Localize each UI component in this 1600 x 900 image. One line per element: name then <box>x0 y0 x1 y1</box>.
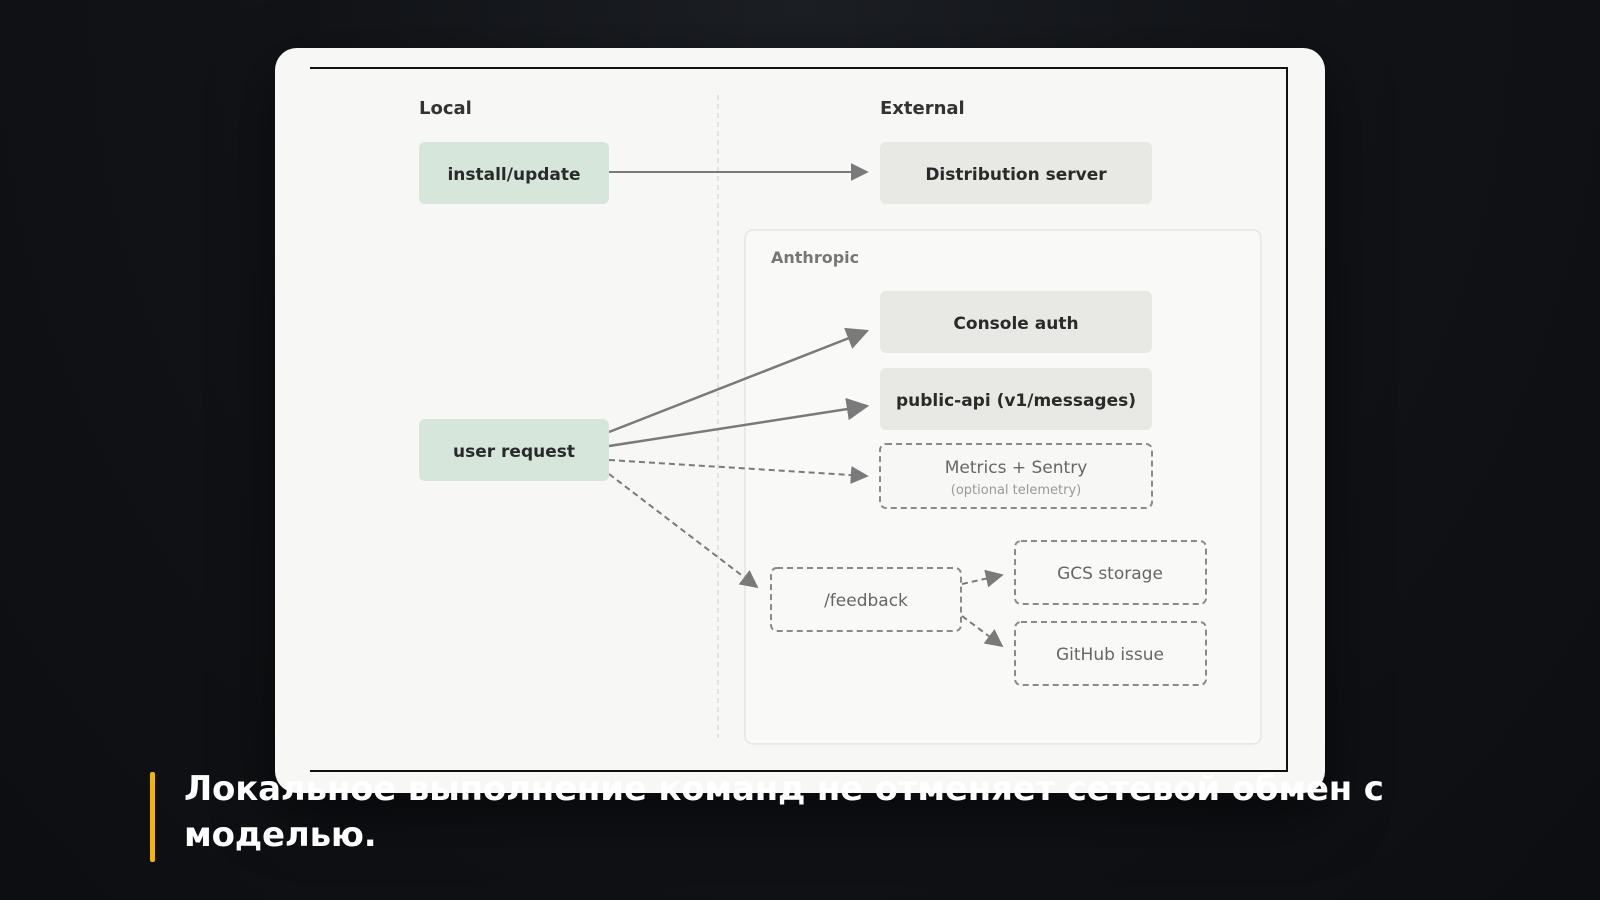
user-request-label: user request <box>453 442 575 462</box>
public-api-node[interactable]: public-api (v1/messages) <box>880 368 1152 430</box>
user-request-node[interactable]: user request <box>419 419 609 481</box>
edge-user-to-console-auth <box>608 327 870 434</box>
public-api-label: public-api (v1/messages) <box>896 391 1136 411</box>
edge-user-to-public-api <box>608 397 870 448</box>
github-issue-node[interactable]: GitHub issue <box>1014 621 1207 686</box>
external-column-label: External <box>880 98 965 119</box>
install-update-label: install/update <box>447 165 580 185</box>
github-issue-label: GitHub issue <box>1056 645 1164 665</box>
distribution-server-node[interactable]: Distribution server <box>880 142 1152 204</box>
edge-user-to-metrics <box>608 459 869 484</box>
local-column-label: Local <box>419 98 472 119</box>
console-auth-label: Console auth <box>953 314 1078 334</box>
metrics-sentry-label: Metrics + Sentry <box>945 458 1088 478</box>
diagram-frame <box>310 67 1288 772</box>
anthropic-group-label: Anthropic <box>771 248 859 267</box>
slide-caption: Локальное выполнение команд не отменяет … <box>184 769 1384 855</box>
edge-feedback-to-gcs <box>961 569 1004 588</box>
install-update-node[interactable]: install/update <box>419 142 609 204</box>
gcs-storage-label: GCS storage <box>1057 564 1163 584</box>
console-auth-node[interactable]: Console auth <box>880 291 1152 353</box>
metrics-sentry-node[interactable]: Metrics + Sentry (optional telemetry) <box>879 443 1153 509</box>
caption-accent-bar <box>150 772 155 862</box>
edge-feedback-to-github <box>961 615 1004 648</box>
gcs-storage-node[interactable]: GCS storage <box>1014 540 1207 605</box>
feedback-node[interactable]: /feedback <box>770 567 962 632</box>
edge-user-to-feedback <box>608 473 759 589</box>
feedback-label: /feedback <box>824 591 908 611</box>
distribution-server-label: Distribution server <box>925 165 1107 185</box>
metrics-sentry-sublabel: (optional telemetry) <box>951 483 1081 498</box>
